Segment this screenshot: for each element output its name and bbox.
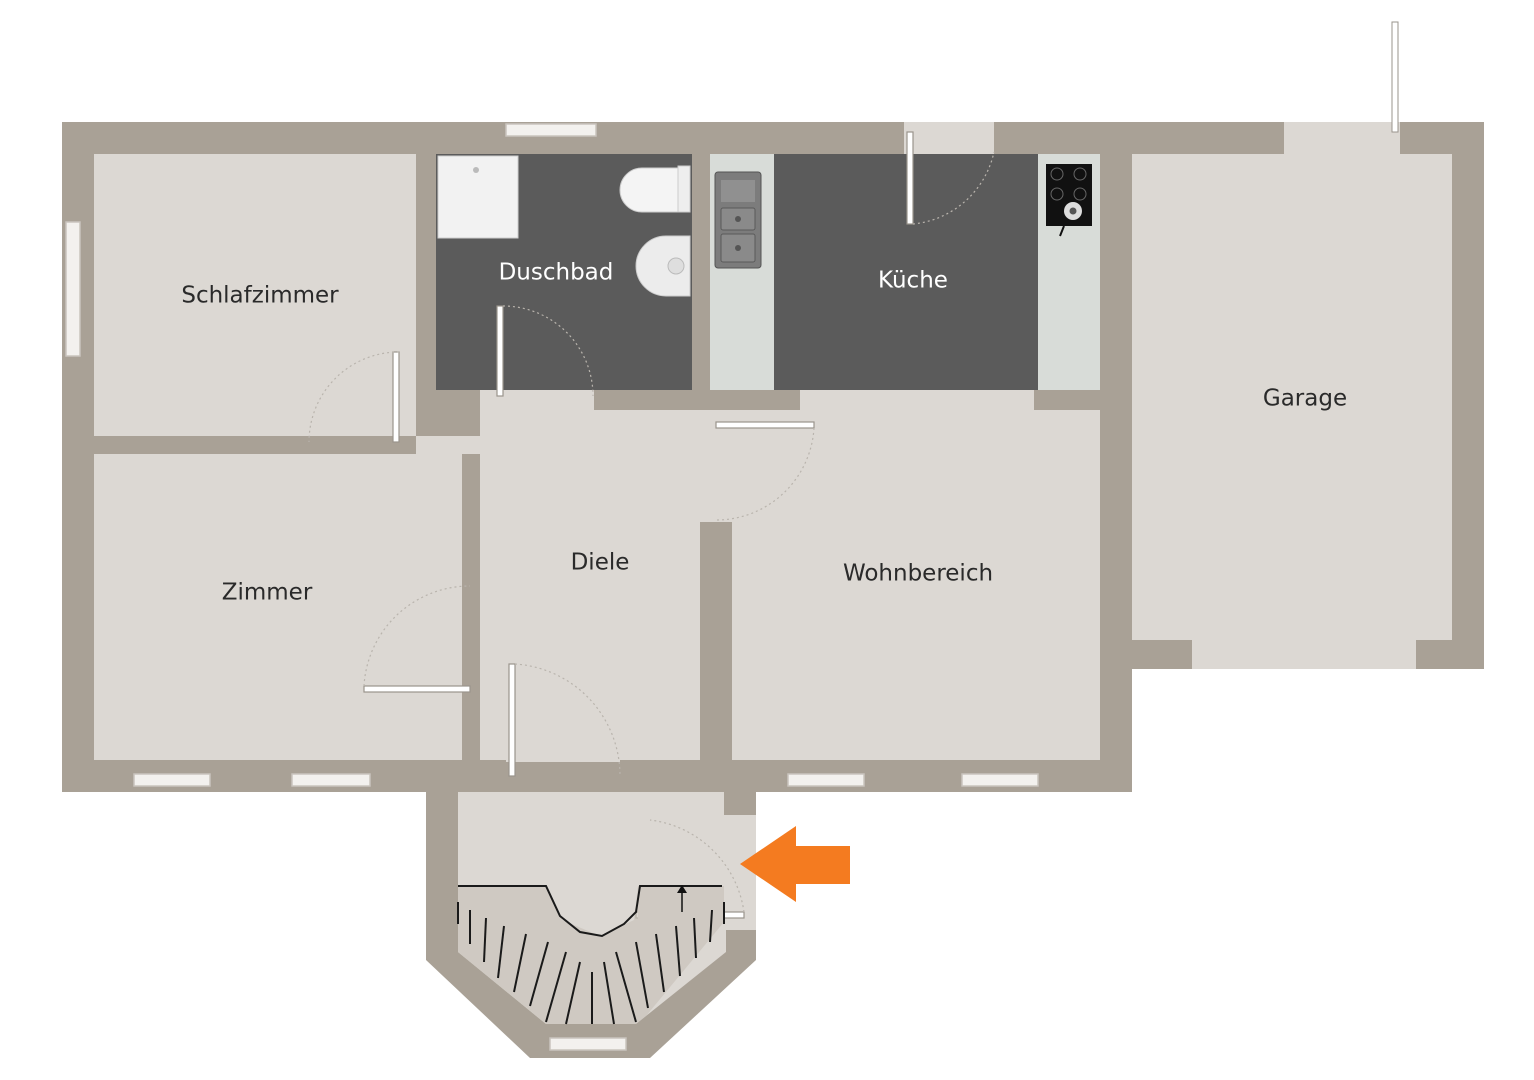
floor-hall-lower (480, 590, 700, 762)
stair-tread (545, 951, 567, 1023)
floor-zimmer (94, 454, 462, 760)
light-floors (94, 154, 1452, 1024)
stair-tread (615, 951, 637, 1023)
sink-icon (714, 171, 762, 269)
washbasin-icon (635, 235, 691, 297)
stair-tread (529, 941, 549, 1007)
stair-tread (709, 909, 713, 943)
floor-kueche (710, 154, 1100, 390)
cooktop-icon (1046, 164, 1092, 237)
floor-wohnbereich (732, 522, 1100, 760)
shower-icon (437, 155, 519, 239)
garage-gate-icon (1391, 21, 1399, 133)
room-label-diele: Diele (571, 550, 630, 576)
garage-bottom-opening (1192, 640, 1416, 669)
room-label-duschbad: Duschbad (499, 260, 614, 286)
window-bottom-zimmer-2 (291, 773, 371, 787)
stair-tread (513, 933, 527, 993)
window-stair (549, 1037, 627, 1051)
window-bottom-wohn-2 (961, 773, 1039, 787)
openings (904, 122, 1416, 669)
entrance-arrow-icon (740, 826, 850, 902)
toilet-icon (619, 165, 691, 213)
room-label-garage: Garage (1263, 386, 1347, 412)
room-label-wohnbereich: Wohnbereich (843, 561, 993, 587)
stair-direction-arrow-icon (677, 885, 687, 912)
stair-tread (693, 917, 697, 959)
floor-hall-corner (416, 436, 480, 454)
room-labels: Schlafzimmer Duschbad Küche Garage Zimme… (181, 260, 1347, 606)
window-top-duschbad (505, 123, 597, 137)
inner-walls (94, 154, 1484, 815)
floor-schlafzimmer (94, 154, 416, 436)
staircase (457, 885, 725, 1025)
stair-tread (675, 925, 681, 977)
kitchen-door-opening (904, 122, 994, 154)
room-label-schlafzimmer: Schlafzimmer (181, 283, 339, 309)
stair-tread (655, 933, 665, 993)
window-bottom-zimmer-1 (133, 773, 211, 787)
room-label-zimmer: Zimmer (222, 580, 313, 606)
windows (65, 123, 1039, 1051)
floor-hall-upper (480, 390, 700, 590)
stair-tread (635, 941, 649, 1009)
floor-wohn-connector (700, 390, 1100, 522)
stair-tread (603, 961, 615, 1025)
stair-tread (483, 917, 487, 963)
window-left-schlafzimmer (65, 221, 81, 357)
garage-gate-opening (1284, 122, 1400, 154)
stair-tread (497, 925, 505, 979)
stair-tread (565, 961, 581, 1025)
room-label-kueche: Küche (878, 268, 948, 294)
window-bottom-wohn-1 (787, 773, 865, 787)
floor-garage (1132, 154, 1452, 640)
